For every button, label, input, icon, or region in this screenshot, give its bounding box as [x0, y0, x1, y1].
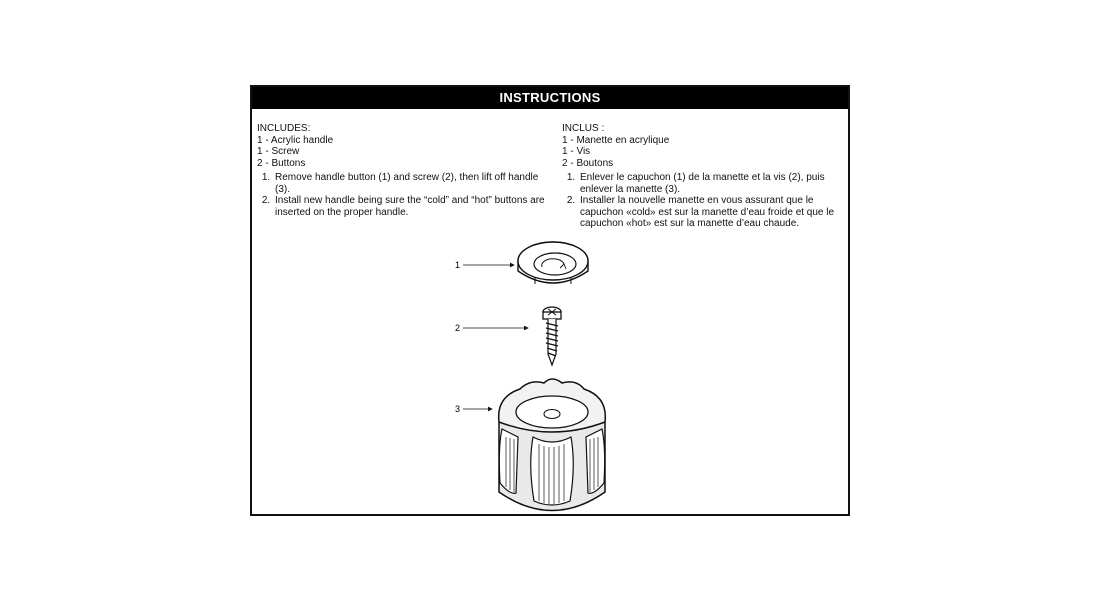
callout-number: 2 [455, 323, 460, 333]
part-item: 1 - Screw [257, 146, 300, 157]
step-item: Install new handle being sure the “cold”… [273, 195, 547, 218]
callout-2: 2 [455, 323, 529, 333]
steps-list-fr: Enlever le capuchon (1) de la manette et… [562, 172, 842, 230]
part-item: 1 - Acrylic handle [257, 134, 334, 146]
includes-heading-fr: INCLUS : [562, 123, 605, 134]
callout-1: 1 [455, 260, 515, 270]
acrylic-handle-icon [497, 378, 607, 512]
step-item-fr: Enlever le capuchon (1) de la manette et… [578, 172, 842, 195]
includes-heading: INCLUDES: [257, 123, 311, 134]
steps-list: Remove handle button (1) and screw (2), … [257, 172, 547, 218]
part-item-fr: 2 - Boutons [562, 157, 614, 169]
screw-icon [542, 306, 562, 367]
part-item: 2 - Buttons [257, 157, 306, 169]
part-item-fr: 1 - Manette en acrylique [562, 134, 670, 146]
callout-number: 3 [455, 404, 460, 414]
callout-3: 3 [455, 404, 493, 414]
button-icon [517, 241, 589, 284]
part-item-fr: 1 - Vis [562, 146, 591, 157]
instruction-sheet: INSTRUCTIONS INCLUDES: 1 - Acrylic handl… [250, 85, 850, 516]
english-section: INCLUDES: 1 - Acrylic handle 1 - Screw 2… [257, 123, 547, 218]
callout-number: 1 [455, 260, 460, 270]
step-item: Remove handle button (1) and screw (2), … [273, 172, 547, 195]
french-section: INCLUS : 1 - Manette en acrylique 1 - Vi… [562, 123, 842, 230]
instructions-title: INSTRUCTIONS [252, 87, 848, 109]
exploded-parts-diagram: 1 2 3 [455, 241, 607, 512]
step-item-fr: Installer la nouvelle manette en vous as… [578, 195, 842, 230]
